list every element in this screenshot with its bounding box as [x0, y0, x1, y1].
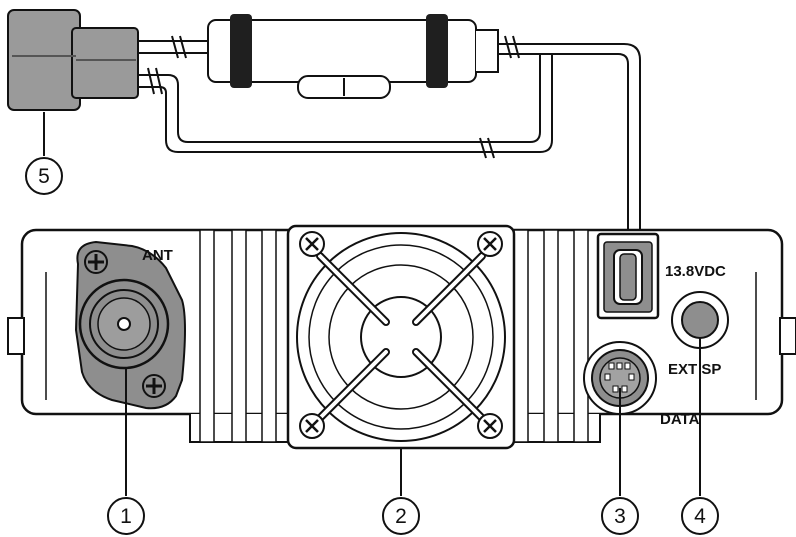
vdc-label: 13.8VDC — [665, 263, 726, 280]
callout-4: 4 — [681, 497, 719, 535]
callout-5: 5 — [25, 157, 63, 195]
ext-sp-label: EXT SP — [668, 361, 721, 378]
dc-power-jack — [596, 232, 660, 320]
callout-2-number: 2 — [395, 505, 407, 528]
callout-2: 2 — [382, 497, 420, 535]
callout-5-number: 5 — [38, 165, 50, 188]
callout-3-number: 3 — [614, 505, 626, 528]
data-jack — [583, 341, 657, 415]
callout-1: 1 — [107, 497, 145, 535]
cooling-fan — [286, 224, 516, 450]
fuse-band-left — [230, 14, 252, 88]
ext-speaker-jack — [671, 291, 729, 349]
data-label: DATA — [660, 411, 700, 428]
callout-4-number: 4 — [694, 505, 706, 528]
fuse-band-right — [426, 14, 448, 88]
antenna-connector — [74, 240, 186, 410]
callout-1-number: 1 — [120, 505, 132, 528]
power-cable-assembly — [7, 9, 641, 302]
ant-label: ANT — [142, 247, 173, 264]
power-plug — [7, 9, 139, 111]
callout-3: 3 — [601, 497, 639, 535]
